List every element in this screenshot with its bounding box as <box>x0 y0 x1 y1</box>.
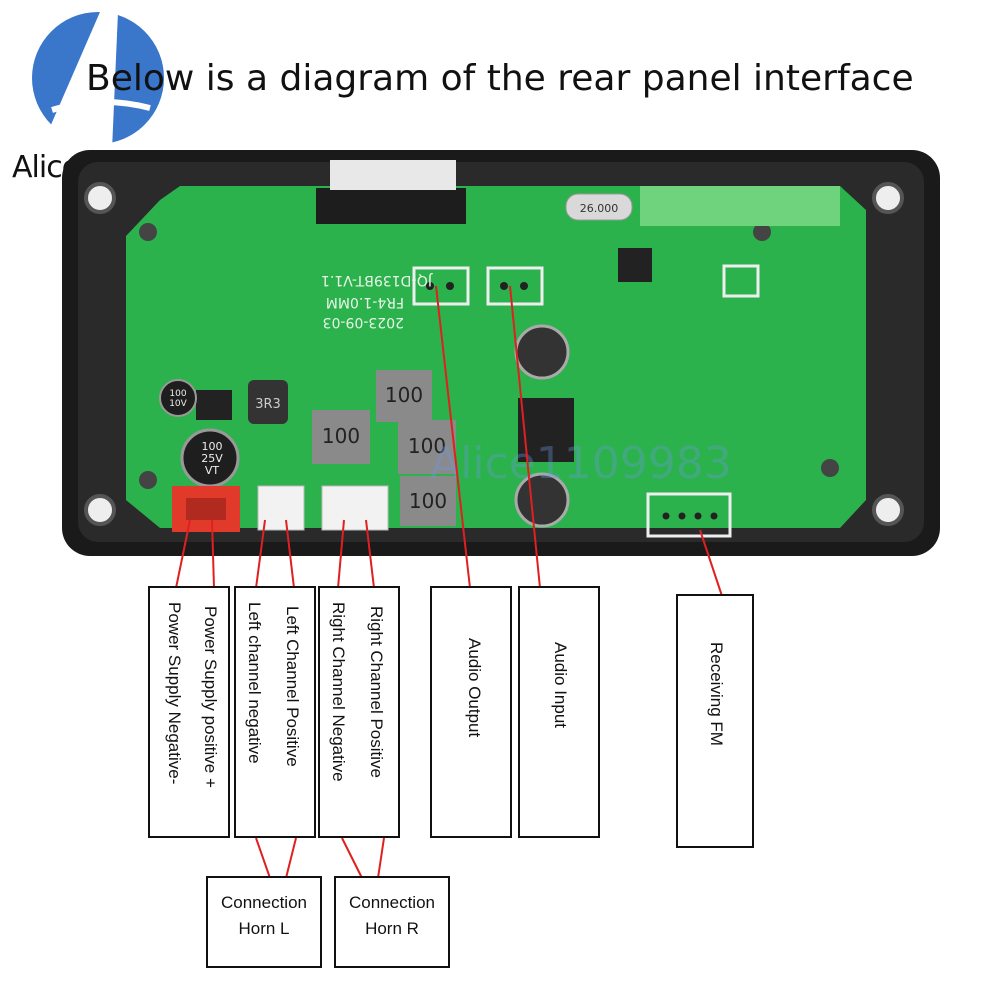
page-title: Below is a diagram of the rear panel int… <box>86 58 914 99</box>
svg-text:26.000: 26.000 <box>580 202 619 215</box>
watermark-text: Alice1109983 <box>430 438 732 489</box>
chip-small <box>196 390 232 420</box>
audio-input-label: Audio Input <box>551 642 570 729</box>
svg-text:2023-09-03: 2023-09-03 <box>323 314 404 330</box>
svg-text:25V: 25V <box>201 452 223 465</box>
mount-hole-tl <box>84 182 116 214</box>
fm-connector <box>646 492 732 538</box>
power-negative-label: Power Supply Negative- <box>165 602 184 785</box>
right-positive-label: Right Channel Positive <box>367 606 386 778</box>
receiving-fm-box: Receiving FM <box>676 594 754 848</box>
audio-input-connector <box>486 266 544 306</box>
left-speaker-connector <box>257 485 305 531</box>
power-positive-label: Power Supply positive + <box>201 606 220 788</box>
power-supply-box: Power Supply positive + Power Supply Neg… <box>148 586 230 838</box>
svg-text:100: 100 <box>169 389 186 399</box>
right-speaker-connector <box>321 485 389 531</box>
right-negative-label: Right Channel Negative <box>329 602 348 782</box>
mount-hole-br <box>872 494 904 526</box>
horn-r-line1: Connection <box>348 893 435 912</box>
svg-text:100: 100 <box>408 434 446 458</box>
chip-bt <box>618 248 652 282</box>
horn-l-line1: Connection <box>220 893 307 912</box>
svg-text:10V: 10V <box>169 399 187 409</box>
pcb <box>126 186 866 528</box>
right-channel-box: Right Channel Positive Right Channel Neg… <box>318 586 400 838</box>
ribbon-connector <box>316 188 466 224</box>
connection-horn-r-box: Connection Horn R <box>334 876 450 968</box>
receiving-fm-label: Receiving FM <box>707 642 726 746</box>
svg-text:VT: VT <box>205 464 220 477</box>
left-positive-label: Left Channel Positive <box>283 606 302 767</box>
audio-output-label: Audio Output <box>465 638 484 738</box>
mount-hole-tr <box>872 182 904 214</box>
svg-text:100: 100 <box>385 383 423 407</box>
audio-output-connector <box>412 266 470 306</box>
mount-hole-bl <box>84 494 116 526</box>
svg-text:100: 100 <box>322 424 360 448</box>
audio-input-box: Audio Input <box>518 586 600 838</box>
svg-text:100: 100 <box>202 440 223 453</box>
svg-text:100: 100 <box>409 489 447 513</box>
svg-text:JQ-D139BT-V1.1: JQ-D139BT-V1.1 <box>321 272 433 288</box>
alice-a-logo-icon <box>32 12 164 150</box>
left-channel-box: Left Channel Positive Left channel negat… <box>234 586 316 838</box>
audio-output-box: Audio Output <box>430 586 512 838</box>
svg-text:FR4-1.0MM: FR4-1.0MM <box>326 294 404 310</box>
small-inductor <box>248 380 288 424</box>
horn-r-line2: Horn R <box>365 919 419 938</box>
left-negative-label: Left channel negative <box>245 602 264 764</box>
connection-horn-l-box: Connection Horn L <box>206 876 322 968</box>
svg-text:3R3: 3R3 <box>255 397 281 412</box>
horn-l-line2: Horn L <box>238 919 290 938</box>
